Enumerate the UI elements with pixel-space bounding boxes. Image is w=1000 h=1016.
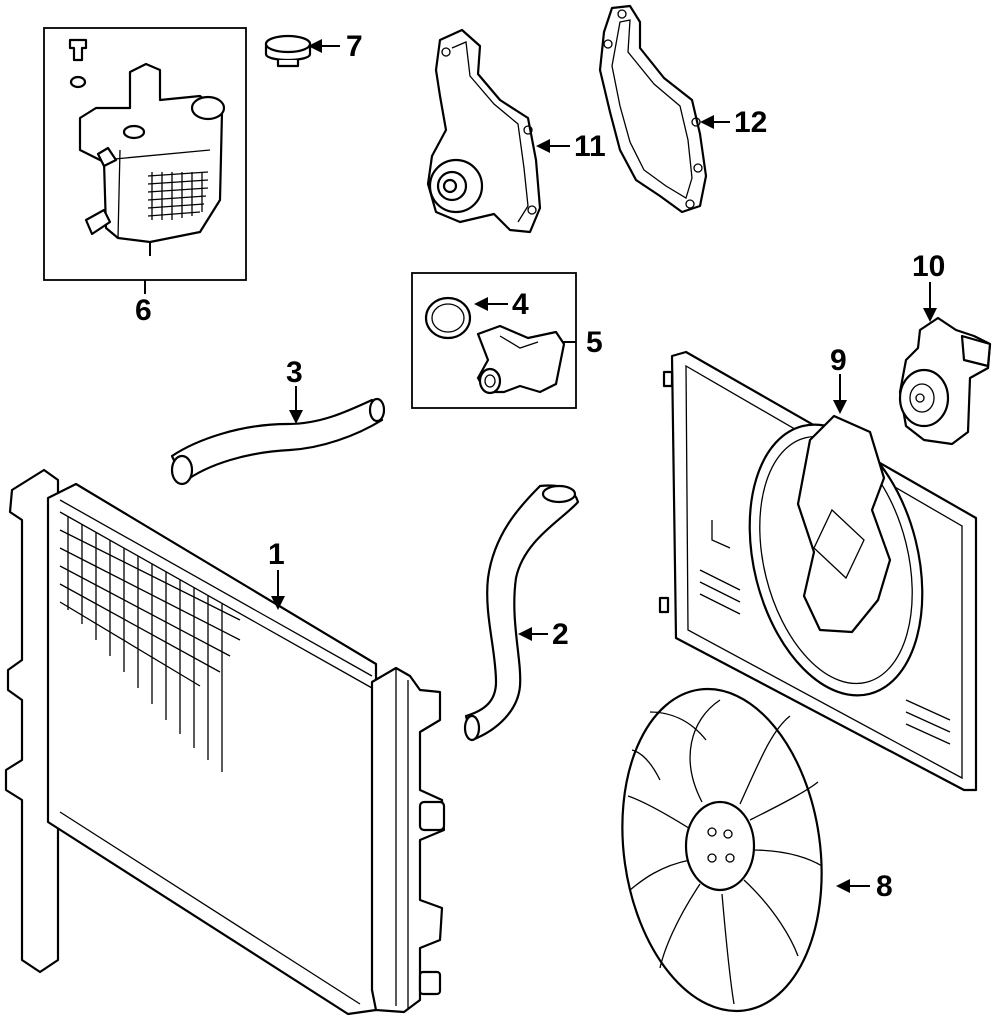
callout-1: 1 bbox=[268, 538, 285, 571]
thermostat-group-box bbox=[411, 272, 577, 409]
callout-11: 11 bbox=[574, 130, 606, 163]
water-pump[interactable] bbox=[426, 28, 542, 234]
callout-leaders bbox=[271, 39, 937, 893]
callout-7: 7 bbox=[346, 30, 363, 63]
upper-radiator-hose[interactable] bbox=[170, 397, 386, 486]
callout-9: 9 bbox=[830, 344, 847, 377]
radiator[interactable] bbox=[4, 468, 446, 1016]
callout-labels: 1 2 3 4 5 6 7 8 9 10 11 12 bbox=[135, 30, 945, 903]
callout-3: 3 bbox=[286, 356, 303, 389]
water-pump-gasket[interactable] bbox=[598, 4, 708, 214]
fan-shroud[interactable] bbox=[658, 350, 978, 792]
callout-5: 5 bbox=[586, 326, 603, 359]
fan-motor[interactable] bbox=[898, 316, 992, 446]
lower-radiator-hose[interactable] bbox=[463, 484, 580, 742]
callout-8: 8 bbox=[876, 870, 893, 903]
callout-6: 6 bbox=[135, 294, 152, 327]
reservoir-cap[interactable] bbox=[264, 34, 312, 68]
callout-12: 12 bbox=[734, 106, 767, 139]
callout-10: 10 bbox=[912, 250, 945, 283]
thermostat-group[interactable] bbox=[411, 272, 577, 409]
coolant-reservoir[interactable] bbox=[43, 27, 247, 294]
callout-4: 4 bbox=[512, 288, 529, 321]
callout-2: 2 bbox=[552, 618, 569, 651]
fan-blade[interactable] bbox=[602, 676, 841, 1016]
